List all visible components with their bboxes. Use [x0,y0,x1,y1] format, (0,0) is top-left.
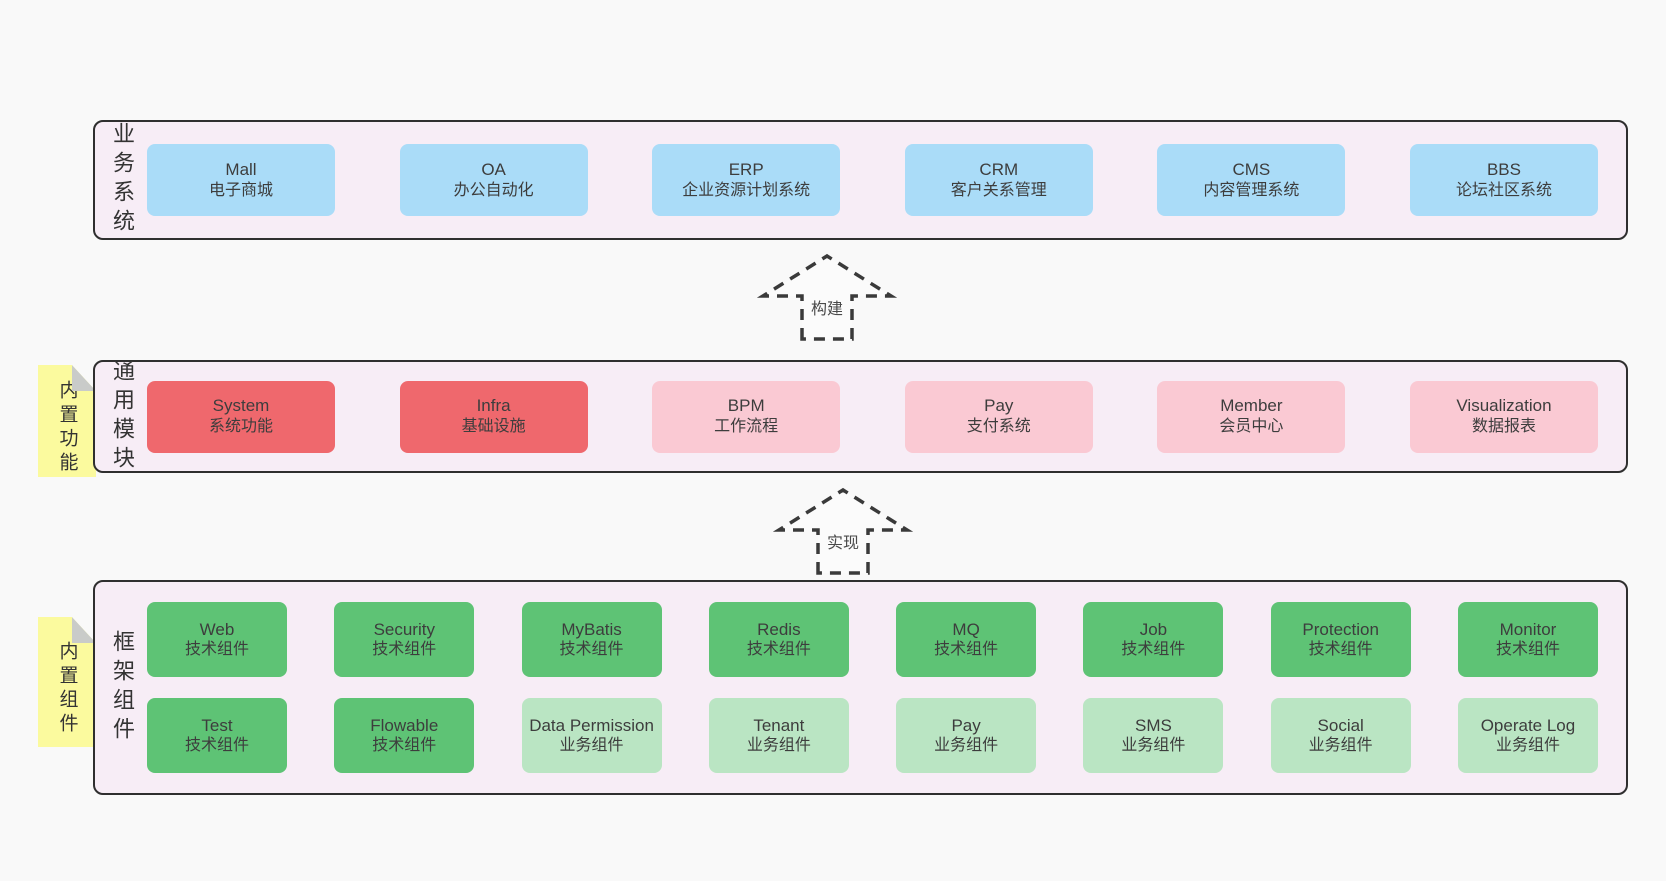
component-box-tenant: Tenant 业务组件 [708,698,849,773]
build-arrow: 构建 [757,250,897,342]
layer-framework-components: 框架组件 Web 技术组件 Security 技术组件 MyBatis 技术组件… [93,580,1628,795]
component-box-operate-log: Operate Log 业务组件 [1457,698,1598,773]
module-box-infra: Infra 基础设施 [399,380,588,453]
module-box-bpm: BPM 工作流程 [652,380,841,453]
component-box-pay: Pay 业务组件 [896,698,1037,773]
system-box-crm: CRM 客户关系管理 [904,144,1093,216]
layer-business-systems: 业务系统 Mall 电子商城 OA 办公自动化 ERP 企业资源计划系统 CRM… [93,120,1628,240]
module-box-visualization: Visualization 数据报表 [1409,380,1598,453]
system-box-mall: Mall 电子商城 [147,144,335,216]
system-box-cms: CMS 内容管理系统 [1157,144,1346,216]
modules-box-row: System 系统功能 Infra 基础设施 BPM 工作流程 Pay 支付系统… [147,362,1598,471]
note-label: 内置组件 [56,641,78,737]
arrow-label: 实现 [824,529,862,553]
component-box-social: Social 业务组件 [1270,698,1411,773]
module-box-system: System 系统功能 [147,380,335,453]
sticky-note-builtin-components: 内置组件 [38,617,96,747]
component-box-data-permission: Data Permission 业务组件 [521,698,662,773]
module-box-member: Member 会员中心 [1157,380,1346,453]
framework-box-row-2: Test 技术组件 Flowable 技术组件 Data Permission … [147,698,1598,773]
layer-common-modules: 通用模块 System 系统功能 Infra 基础设施 BPM 工作流程 Pay… [93,358,1628,475]
framework-box-row-1: Web 技术组件 Security 技术组件 MyBatis 技术组件 Redi… [147,602,1598,677]
component-box-web: Web 技术组件 [147,602,287,677]
sticky-note-builtin-features: 内置功能 [38,365,96,477]
component-box-mq: MQ 技术组件 [896,602,1037,677]
component-box-monitor: Monitor 技术组件 [1457,602,1598,677]
component-box-job: Job 技术组件 [1083,602,1224,677]
note-label: 内置功能 [56,380,78,476]
component-box-redis: Redis 技术组件 [708,602,849,677]
system-box-erp: ERP 企业资源计划系统 [652,144,841,216]
layer-label: 业务系统 [110,122,135,238]
component-box-protection: Protection 技术组件 [1270,602,1411,677]
framework-rows: Web 技术组件 Security 技术组件 MyBatis 技术组件 Redi… [147,602,1598,773]
system-box-bbs: BBS 论坛社区系统 [1409,144,1598,216]
component-box-sms: SMS 业务组件 [1083,698,1224,773]
module-box-pay: Pay 支付系统 [904,380,1093,453]
layer-label: 框架组件 [110,629,135,746]
component-box-flowable: Flowable 技术组件 [334,698,475,773]
component-box-test: Test 技术组件 [147,698,287,773]
layer-label: 通用模块 [110,358,135,475]
component-box-mybatis: MyBatis 技术组件 [521,602,662,677]
component-box-security: Security 技术组件 [334,602,475,677]
arrow-label: 构建 [808,295,846,319]
system-box-oa: OA 办公自动化 [399,144,588,216]
implement-arrow: 实现 [773,484,913,576]
business-box-row: Mall 电子商城 OA 办公自动化 ERP 企业资源计划系统 CRM 客户关系… [147,122,1598,238]
